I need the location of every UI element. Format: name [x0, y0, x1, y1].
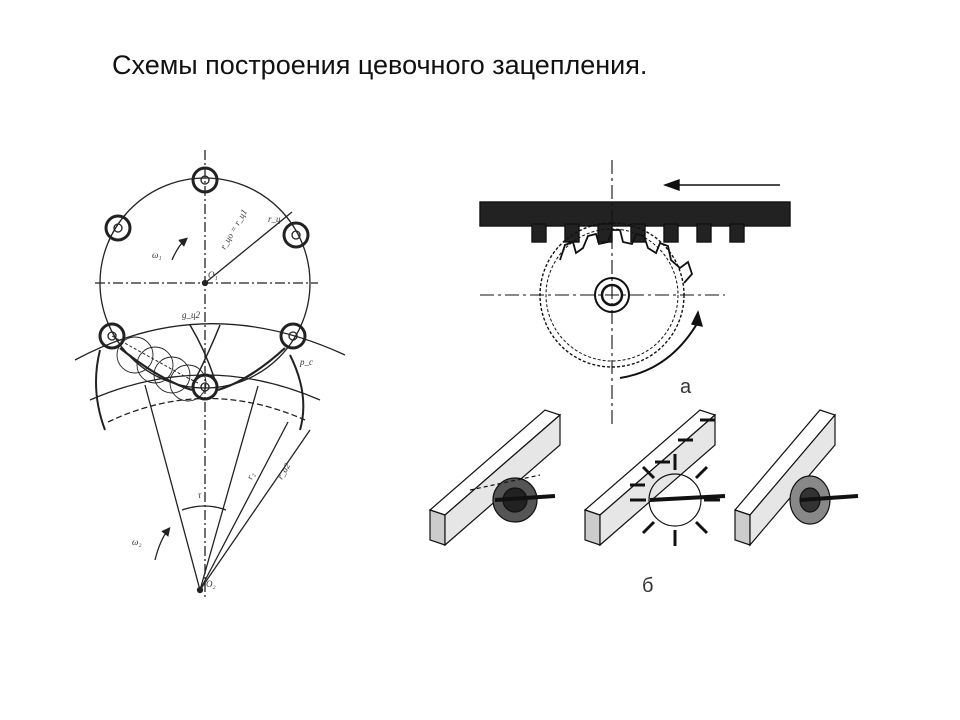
tau-arc [181, 505, 227, 511]
tooth-profile-right [217, 347, 286, 392]
pins [98, 166, 310, 401]
construction-circles [116, 336, 207, 402]
pin-gear-construction-diagram: O₁ O₂ ω₁ ω₂ τ r_ц r_цо = r_ц1 g_ц2 r₂ r_… [74, 150, 346, 600]
ray-left [144, 384, 201, 591]
rack-and-pinion-diagram: а [479, 160, 791, 425]
label-radius-center: r_цо = r_ц1 [218, 207, 249, 251]
rack-pins [531, 223, 745, 243]
label-o1: O₁ [208, 270, 218, 280]
ray-r2 [199, 421, 289, 591]
label-tau: τ [198, 490, 202, 500]
label-b: б [642, 575, 653, 597]
label-omega2: ω₂ [132, 537, 141, 547]
variant-1 [428, 409, 562, 547]
label-pitch: p_с [299, 357, 313, 367]
label-radius-pin: r_ц [268, 214, 281, 224]
ray-ra2 [199, 429, 311, 591]
rotation-arrow [619, 321, 699, 379]
radius-line [204, 211, 293, 284]
label-ra2: r_a2 [275, 461, 292, 481]
variant-2 [583, 409, 726, 547]
tooth-profile-left [119, 347, 193, 392]
label-r2: r₂ [244, 471, 256, 481]
ray-right [199, 385, 259, 591]
arrow-head [662, 179, 680, 191]
pitch-arc [89, 374, 321, 401]
pinion-hub [594, 277, 630, 313]
label-omega1: ω₁ [152, 250, 161, 260]
addendum-arc [74, 323, 346, 361]
label-gap: g_ц2 [182, 310, 201, 320]
pinion-pitch-circle [539, 222, 685, 368]
variant-3 [733, 409, 859, 547]
slide-title: Схемы построения цевочного зацепления. [112, 50, 648, 80]
lantern-gear-variants-diagram: б [428, 409, 859, 597]
pinion-teeth [559, 229, 694, 284]
label-a: а [680, 376, 692, 398]
rack-bar [479, 201, 791, 227]
label-o2: O₂ [206, 579, 216, 589]
